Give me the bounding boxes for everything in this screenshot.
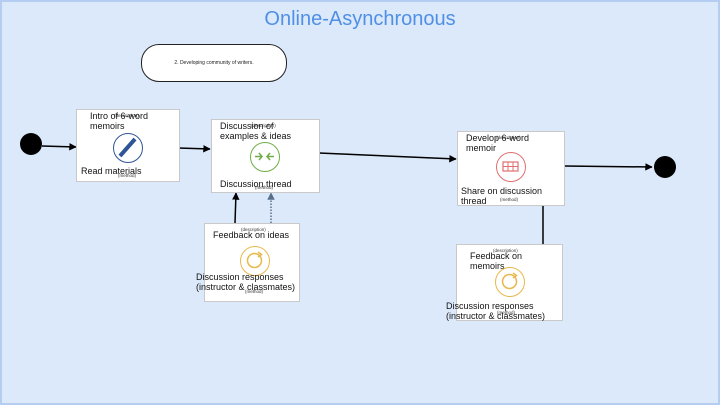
note-text: 2. Developing community of writers.: [174, 60, 254, 66]
description-tag: (description): [496, 135, 521, 140]
method-tag: (method): [497, 310, 516, 315]
activity-develop: Develop 6-word memoir (description) Shar…: [457, 131, 565, 206]
start-node: [20, 133, 42, 155]
cycle-icon: [495, 267, 525, 297]
edge-develop-end: [563, 163, 653, 171]
description-tag: (description): [251, 123, 276, 128]
activity-method: Discussion responses (instructor & class…: [196, 272, 296, 292]
edge-feedback-discussion: [232, 192, 240, 224]
activity-method: Read materials: [81, 166, 142, 176]
end-node: [654, 156, 676, 178]
description-tag: (description): [241, 227, 266, 232]
description-tag: (description): [493, 248, 518, 253]
activity-label: Intro of 6-word memoirs: [90, 111, 149, 131]
activity-method: Discussion thread: [220, 179, 292, 189]
slide-title: Online-Asynchronous: [264, 8, 456, 30]
note-pill: 2. Developing community of writers.: [141, 44, 287, 82]
method-tag: (method): [118, 173, 137, 178]
activity-label: Discussion of examples & ideas: [220, 121, 292, 141]
converge-arrows-icon: [250, 142, 280, 172]
method-tag: (method): [245, 289, 264, 294]
activity-intro: Intro of 6-word memoirs (description) Re…: [76, 109, 180, 182]
method-tag: (method): [255, 185, 274, 190]
activity-label: Feedback on memoirs: [470, 251, 523, 271]
edge-start-intro: [41, 143, 77, 151]
table-icon: [496, 152, 526, 182]
pencil-icon: [113, 133, 143, 163]
activity-discussion: Discussion of examples & ideas (descript…: [211, 119, 320, 193]
cycle-icon: [240, 246, 270, 276]
activity-method: Share on discussion thread: [461, 186, 543, 206]
activity-label: Develop 6-word memoir: [466, 133, 530, 153]
edge-intro-discussion: [177, 145, 211, 153]
description-tag: (description): [114, 113, 139, 118]
activity-label: Feedback on ideas: [213, 230, 290, 240]
activity-feedback-ideas: (description) Feedback on ideas (method): [204, 223, 300, 302]
edge-discussion-develop: [318, 152, 457, 163]
activity-feedback-memoirs: (description) Feedback on memoirs (metho…: [456, 244, 563, 321]
activity-method: Discussion responses (instructor & class…: [446, 301, 546, 321]
method-tag: (method): [500, 197, 519, 202]
